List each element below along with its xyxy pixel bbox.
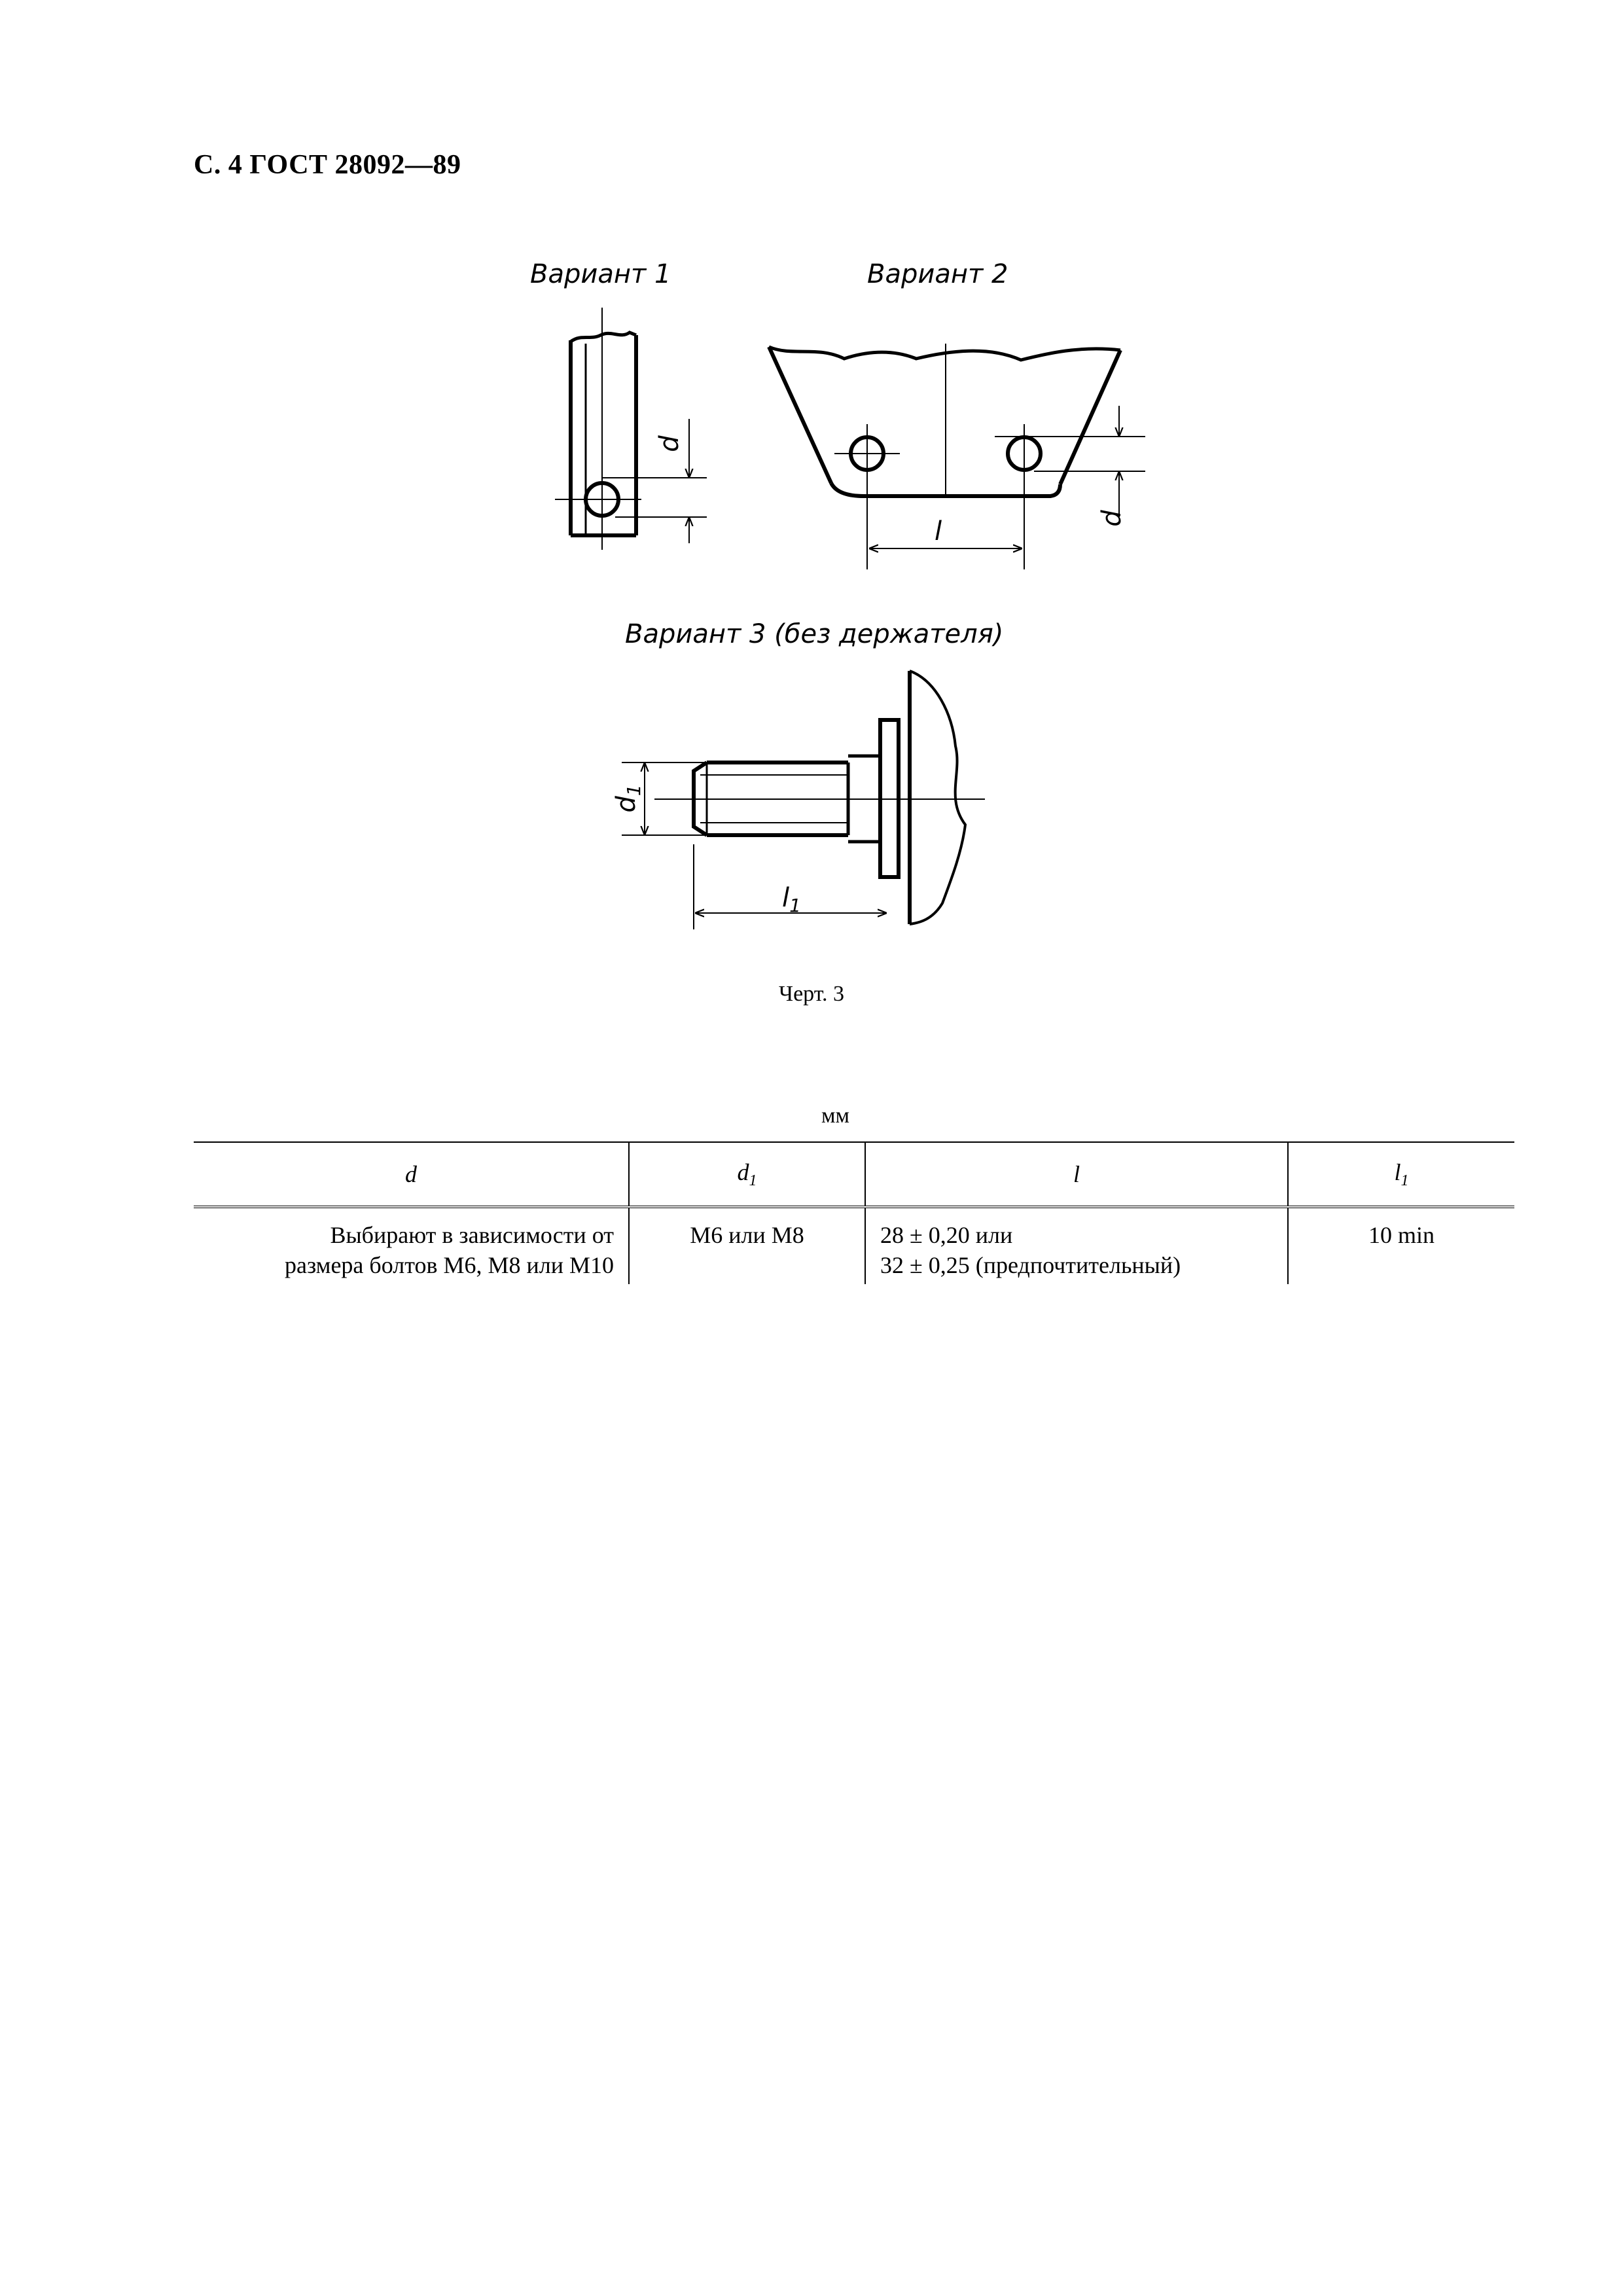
variant2-dim-d: d (1097, 510, 1127, 527)
figure-caption: Черт. 3 (778, 982, 845, 1006)
variant3-stud (622, 670, 985, 929)
cell-d-line2: размера болтов М6, М8 или М10 (284, 1252, 614, 1278)
header-l1: l1 (1287, 1141, 1514, 1208)
header-d: d (194, 1141, 629, 1208)
variant3-label: Вариант 3 (без держателя) (625, 619, 1003, 649)
variant2-dim-l: l (935, 516, 942, 547)
variant1-holder (555, 308, 707, 550)
cell-l: 28 ± 0,20 или 32 ± 0,25 (предпочтительны… (865, 1207, 1288, 1284)
cell-l-line1: 28 ± 0,20 или (880, 1222, 1013, 1248)
cell-d: Выбирают в зависимости от размера болтов… (194, 1207, 629, 1284)
cell-d1: М6 или М8 (628, 1207, 865, 1284)
variant1-label: Вариант 1 (530, 259, 671, 289)
variant2-label: Вариант 2 (867, 259, 1008, 289)
page-title: С. 4 ГОСТ 28092—89 (194, 150, 461, 180)
table-row: Выбирают в зависимости от размера болтов… (194, 1207, 1514, 1284)
dimensions-table: d d1 l l1 Выбирают в зависимости от разм… (194, 1141, 1514, 1284)
cell-d-line1: Выбирают в зависимости от (330, 1222, 614, 1248)
header-l: l (865, 1141, 1288, 1208)
technical-drawing: Вариант 1 d Вариант 2 l d Вариант 3 (530, 259, 1145, 929)
cell-l1: 10 min (1287, 1207, 1514, 1284)
variant3-dim-l1: l1 (782, 883, 801, 916)
variant1-dim-d: d (654, 435, 685, 452)
units-label: мм (821, 1103, 850, 1128)
variant3-dim-d1: d1 (611, 784, 645, 812)
table-header-row: d d1 l l1 (194, 1141, 1514, 1208)
cell-l-line2: 32 ± 0,25 (предпочтительный) (880, 1252, 1181, 1278)
header-d1: d1 (628, 1141, 865, 1208)
variant2-holder (767, 344, 1145, 569)
